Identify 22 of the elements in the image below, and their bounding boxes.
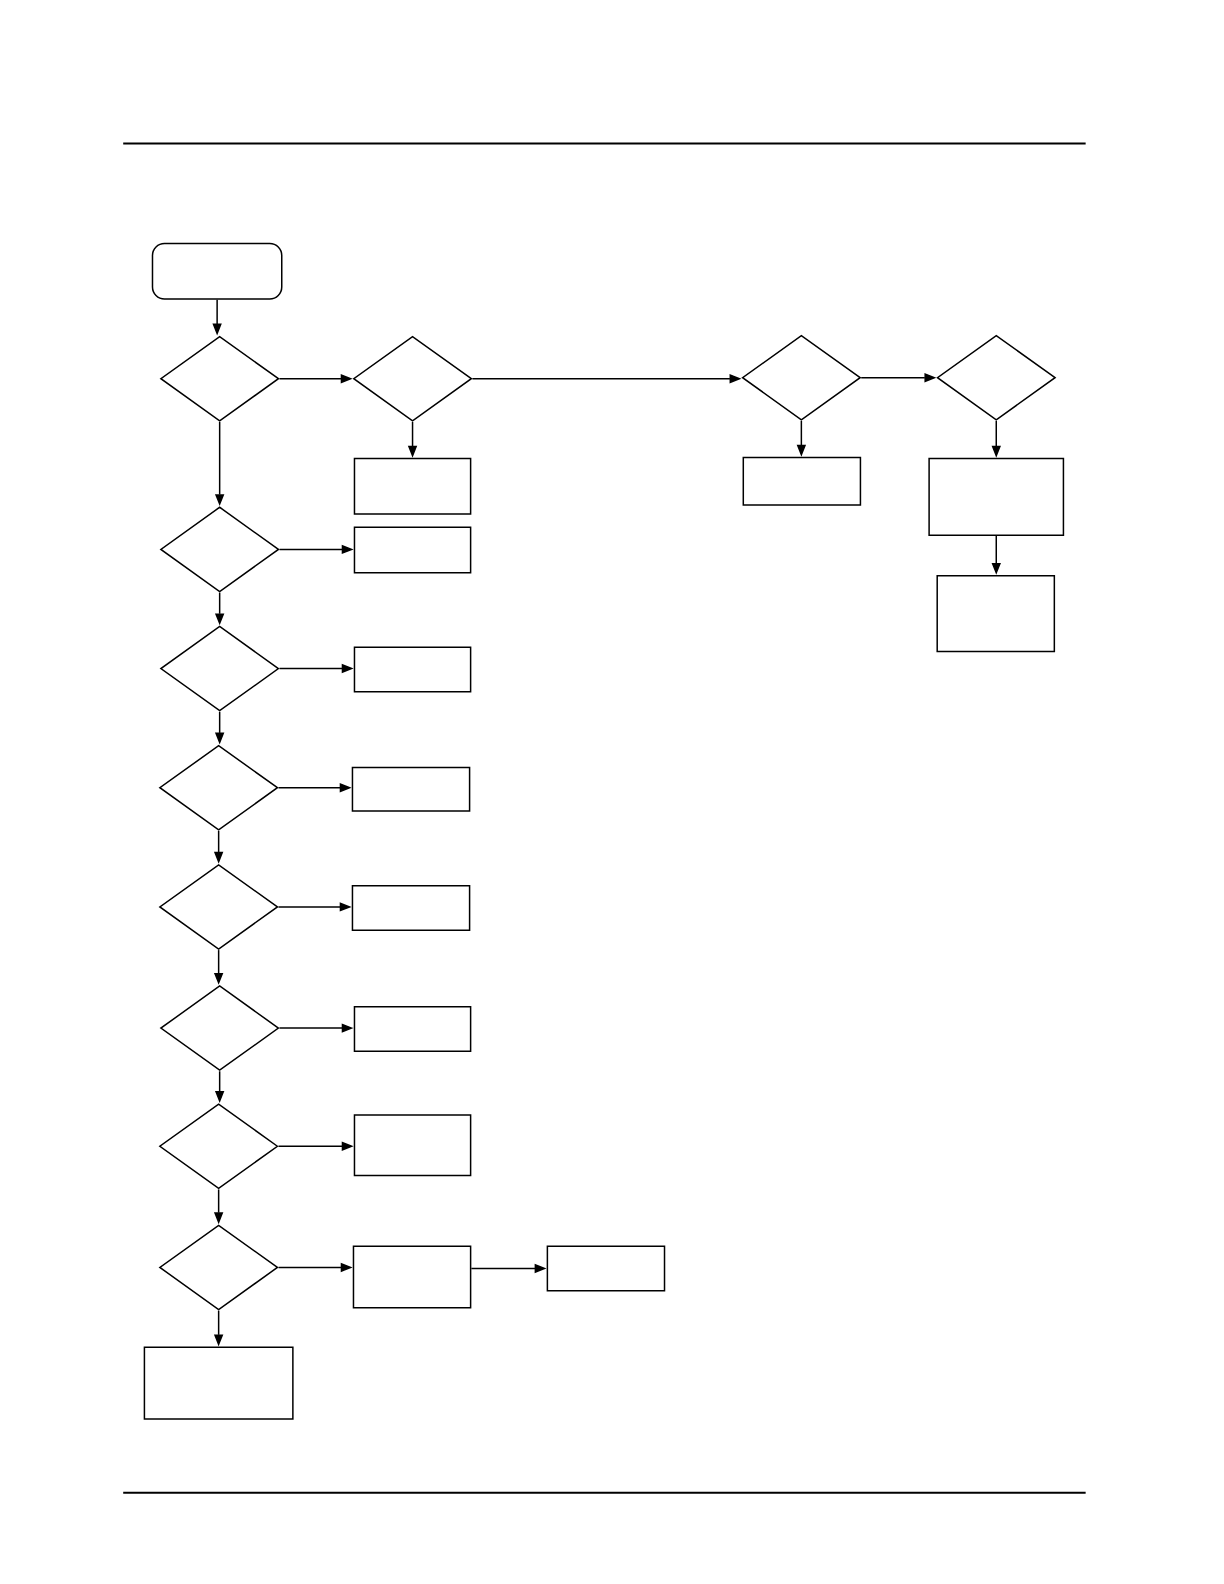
process-box (353, 457, 472, 515)
decision-diamond (158, 744, 279, 831)
process-box (742, 456, 862, 506)
process-box (143, 1346, 294, 1420)
process-box (353, 526, 472, 574)
decision-diamond (159, 335, 280, 422)
rounded-box (151, 242, 283, 300)
process-box (351, 884, 471, 931)
process-box (353, 1114, 472, 1177)
decision-diamond (159, 506, 280, 593)
process-box (353, 1006, 472, 1053)
process-box (936, 574, 1056, 653)
process-box (353, 646, 472, 693)
decision-diamond (158, 1103, 279, 1190)
process-box (546, 1245, 666, 1292)
decision-diamond (352, 335, 473, 422)
process-box (352, 1245, 472, 1309)
process-box (928, 457, 1065, 536)
decision-diamond (159, 625, 280, 712)
process-box (351, 766, 471, 812)
decision-diamond (158, 863, 279, 950)
decision-diamond (158, 1224, 279, 1311)
